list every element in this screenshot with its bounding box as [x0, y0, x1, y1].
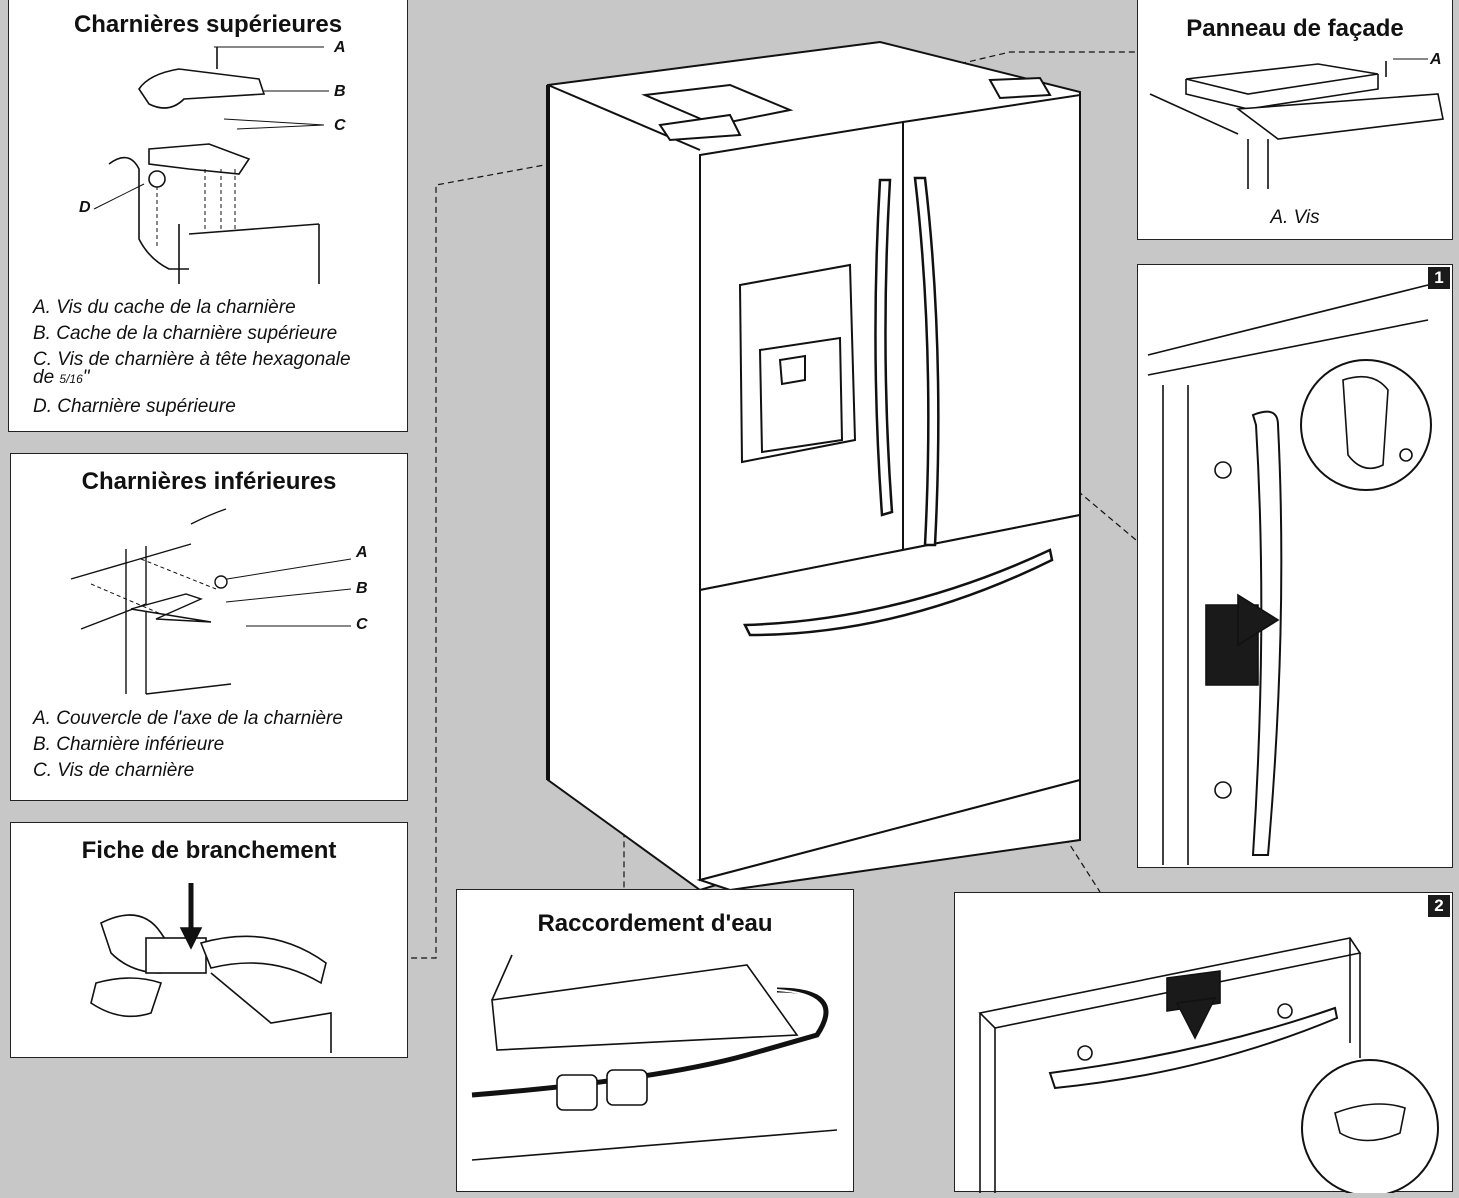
- step2-panel: 2: [954, 892, 1453, 1193]
- plug-title: Fiche de branchement: [81, 837, 337, 864]
- legend-item-cont: de: [33, 367, 60, 388]
- upper-hinge-drawing: [93, 46, 329, 284]
- upper-callout-b: B: [334, 83, 346, 100]
- upper-hinges-title: Charnières supérieures: [73, 11, 343, 38]
- step1-drawing: [1147, 284, 1432, 865]
- lower-hinges-title: Charnières inférieures: [81, 468, 337, 495]
- lower-callout-a: A: [356, 544, 368, 561]
- front-panel-panel: Panneau de façade A A. Vis: [1137, 0, 1453, 240]
- legend-item: C. Vis de charnière: [33, 760, 195, 781]
- unit: ": [82, 367, 90, 388]
- legend-item: B. Charnière inférieure: [33, 734, 225, 755]
- lower-callout-c: C: [356, 616, 368, 633]
- legend-item: B. Cache de la charnière supérieure: [33, 323, 338, 344]
- legend-item: A. Couvercle de l'axe de la charnière: [33, 708, 343, 729]
- legend-item: A. Vis du cache de la charnière: [33, 297, 296, 318]
- plug-drawing: [90, 883, 332, 1053]
- step1-panel: 1: [1137, 264, 1453, 868]
- upper-callout-c: C: [334, 117, 346, 134]
- lower-hinges-legend: A. Couvercle de l'axe de la charnière B.…: [33, 706, 403, 784]
- upper-hinges-panel: Charnières supérieures A B C D: [8, 0, 408, 432]
- fraction: 5/16: [59, 372, 83, 386]
- legend-item-text: C. Vis de charnière à tête hexagonale: [33, 349, 351, 370]
- water-panel: Raccordement d'eau: [456, 889, 854, 1192]
- lower-callout-b: B: [356, 580, 368, 597]
- front-callout-a: A: [1430, 51, 1442, 68]
- lower-hinges-panel: Charnières inférieures A B C A. Couvercl…: [10, 453, 408, 801]
- upper-hinges-legend: A. Vis du cache de la charnière B. Cache…: [33, 295, 403, 420]
- water-drawing: [471, 954, 838, 1161]
- water-title: Raccordement d'eau: [537, 910, 773, 937]
- front-panel-drawing: [1149, 58, 1444, 189]
- step1-badge: 1: [1428, 267, 1450, 289]
- lower-hinge-drawing: [70, 508, 352, 695]
- upper-callout-d: D: [79, 199, 91, 216]
- front-panel-title: Panneau de façade: [1186, 15, 1404, 42]
- step2-drawing: [978, 937, 1439, 1193]
- step2-badge: 2: [1428, 895, 1450, 917]
- legend-item: D. Charnière supérieure: [33, 396, 236, 417]
- plug-panel: Fiche de branchement: [10, 822, 408, 1058]
- upper-callout-a: A: [334, 39, 346, 56]
- legend-item: A. Vis: [1270, 207, 1320, 228]
- front-panel-legend: A. Vis: [1138, 205, 1452, 231]
